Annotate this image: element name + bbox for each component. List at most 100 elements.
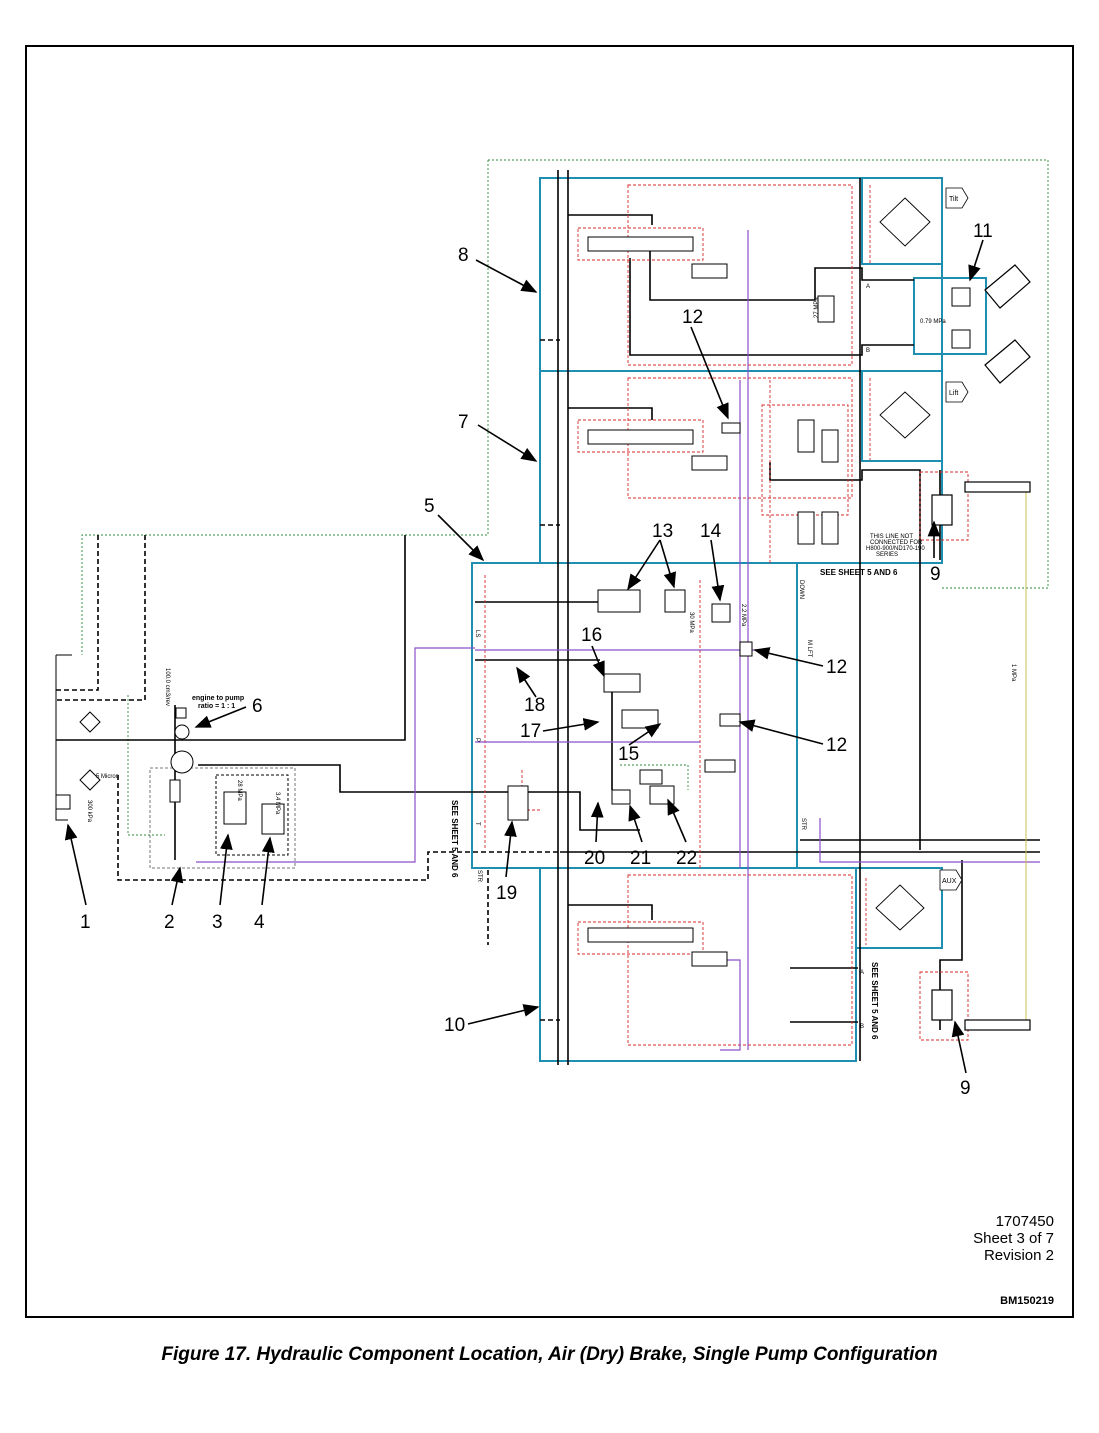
callout-16: 16 [581,625,602,646]
engine-ratio-line-2: ratio = 1 : 1 [198,703,235,710]
port-a-aux: A [860,970,864,976]
pressure-lines [56,170,1040,1065]
aux-bridge-box [855,867,943,949]
lift-lowering-valve-lower [931,989,953,1021]
callout-13: 13 [652,521,673,542]
callout-17: 17 [520,721,541,742]
pressure-2-label: 2.2 MPa [740,604,746,627]
port-str-label: STR [800,818,806,831]
see-sheet-note-bottom: SEE SHEET 5 AND 6 [870,962,879,1040]
tank-lines [56,339,560,1021]
tilt-bridge-box [861,177,943,265]
callout-12-mid: 12 [826,657,847,678]
port-p-label: P [474,738,480,742]
leader-lines [64,239,984,1074]
load-sense-lines [196,230,1040,1051]
relief-300-label: 300 kPa [86,800,92,823]
drawing-id: BM150219 [1000,1295,1054,1307]
drawing-frame [25,45,1074,1318]
bridge-networks [875,197,931,931]
port-b-aux: B [860,1024,864,1030]
flow-divider [507,785,529,821]
port-ls-label: LS [474,630,480,637]
sheet-number: Sheet 3 of 7 [973,1230,1054,1247]
priority-valve [597,589,641,613]
pump-displacement-label: 100.0 cm3/rev [164,668,170,706]
callout-12-low: 12 [826,735,847,756]
drain-line-boundary [81,159,1049,836]
callout-10: 10 [444,1015,465,1036]
callout-18: 18 [524,695,545,716]
lift-tag: Lift [949,390,958,397]
callout-12-top: 12 [682,307,703,328]
pressure-27-label: 27 MPa [814,297,820,318]
port-a-tilt: A [866,284,870,290]
revision-number: Revision 2 [983,1247,1054,1264]
tilt-lock-box [913,277,987,355]
pressure-30-label: 30 MPa [688,612,694,633]
not-connected-line-3: H800-900/ND170-190 [866,546,925,552]
lift-holding-valves [797,295,839,545]
callout-14: 14 [700,521,722,542]
callout-7: 7 [458,412,469,433]
pressure-079-label: 0.79 MPa [920,319,946,325]
lift-cylinder-lower [964,1019,1031,1031]
pressure-relief [664,589,686,613]
shuttle-check-valve [603,673,641,693]
pressure-3-label: 3.4 MPa [274,792,280,815]
callout-9-upper: 9 [930,564,941,585]
port-str-inlet-label: STR [476,870,482,883]
pressure-28-label: 28 MPa [236,780,242,801]
callout-1: 1 [80,912,91,933]
lift-lowering-valve-upper [931,494,953,526]
callout-6: 6 [252,696,263,717]
spool-valves [587,236,728,967]
not-connected-line-2: CONNECTED FOR [870,540,923,546]
not-connected-line-4: SERIES [876,552,898,558]
aux-tag: AUX [942,878,957,885]
see-sheet-note-top: SEE SHEET 5 AND 6 [820,568,898,577]
tilt-lock-valves [951,287,971,349]
pressure-1-label: 1 MPa [1010,664,1016,682]
not-connected-line-1: THIS LINE NOT [870,534,913,540]
callout-2: 2 [164,912,175,933]
see-sheet-note-left: SEE SHEET 5 AND 6 [450,800,459,878]
callout-5: 5 [424,496,435,517]
callout-21: 21 [630,848,651,869]
engine-ratio-line-1: engine to pump [192,695,244,702]
lift-bridge-box [861,370,943,462]
callout-20: 20 [584,848,605,869]
reducing-valve [649,785,675,805]
port-t-label: T [474,822,480,826]
section-tags [939,187,969,891]
callout-22: 22 [676,848,697,869]
valve-section-boxes [471,177,987,1062]
lift-cylinder-upper [964,481,1031,493]
filter-micron-label: 5 Micron [96,774,119,780]
tilt-section-box [539,177,943,372]
callout-numbers: 1 2 3 4 5 6 7 8 9 9 10 11 12 12 12 13 14… [80,221,993,1099]
aux-section-box [539,867,857,1062]
callout-3: 3 [212,912,223,933]
lift-lock-valve [621,709,659,729]
drawing-reference-block: 1707450 Sheet 3 of 7 Revision 2 [973,1213,1054,1264]
pump-group [55,654,296,869]
port-b-tilt: B [866,348,870,354]
orifice-block [739,641,753,657]
check-valve [611,789,631,805]
tilt-cylinder-upper [984,264,1031,309]
cylinders [931,264,1031,1031]
callout-8: 8 [458,245,469,266]
port-down-label: DOWN [798,580,804,599]
callout-9-lower: 9 [960,1078,971,1099]
port-mlft-label: M LFT [806,640,812,658]
tilt-tag: Tilt [949,196,958,203]
load-sense-relief [711,603,731,623]
callout-15: 15 [618,744,639,765]
tilt-cylinder-lower [984,339,1031,384]
callout-11: 11 [973,221,993,242]
callout-19: 19 [496,883,517,904]
callout-4: 4 [254,912,265,933]
drawing-number: 1707450 [995,1213,1054,1230]
